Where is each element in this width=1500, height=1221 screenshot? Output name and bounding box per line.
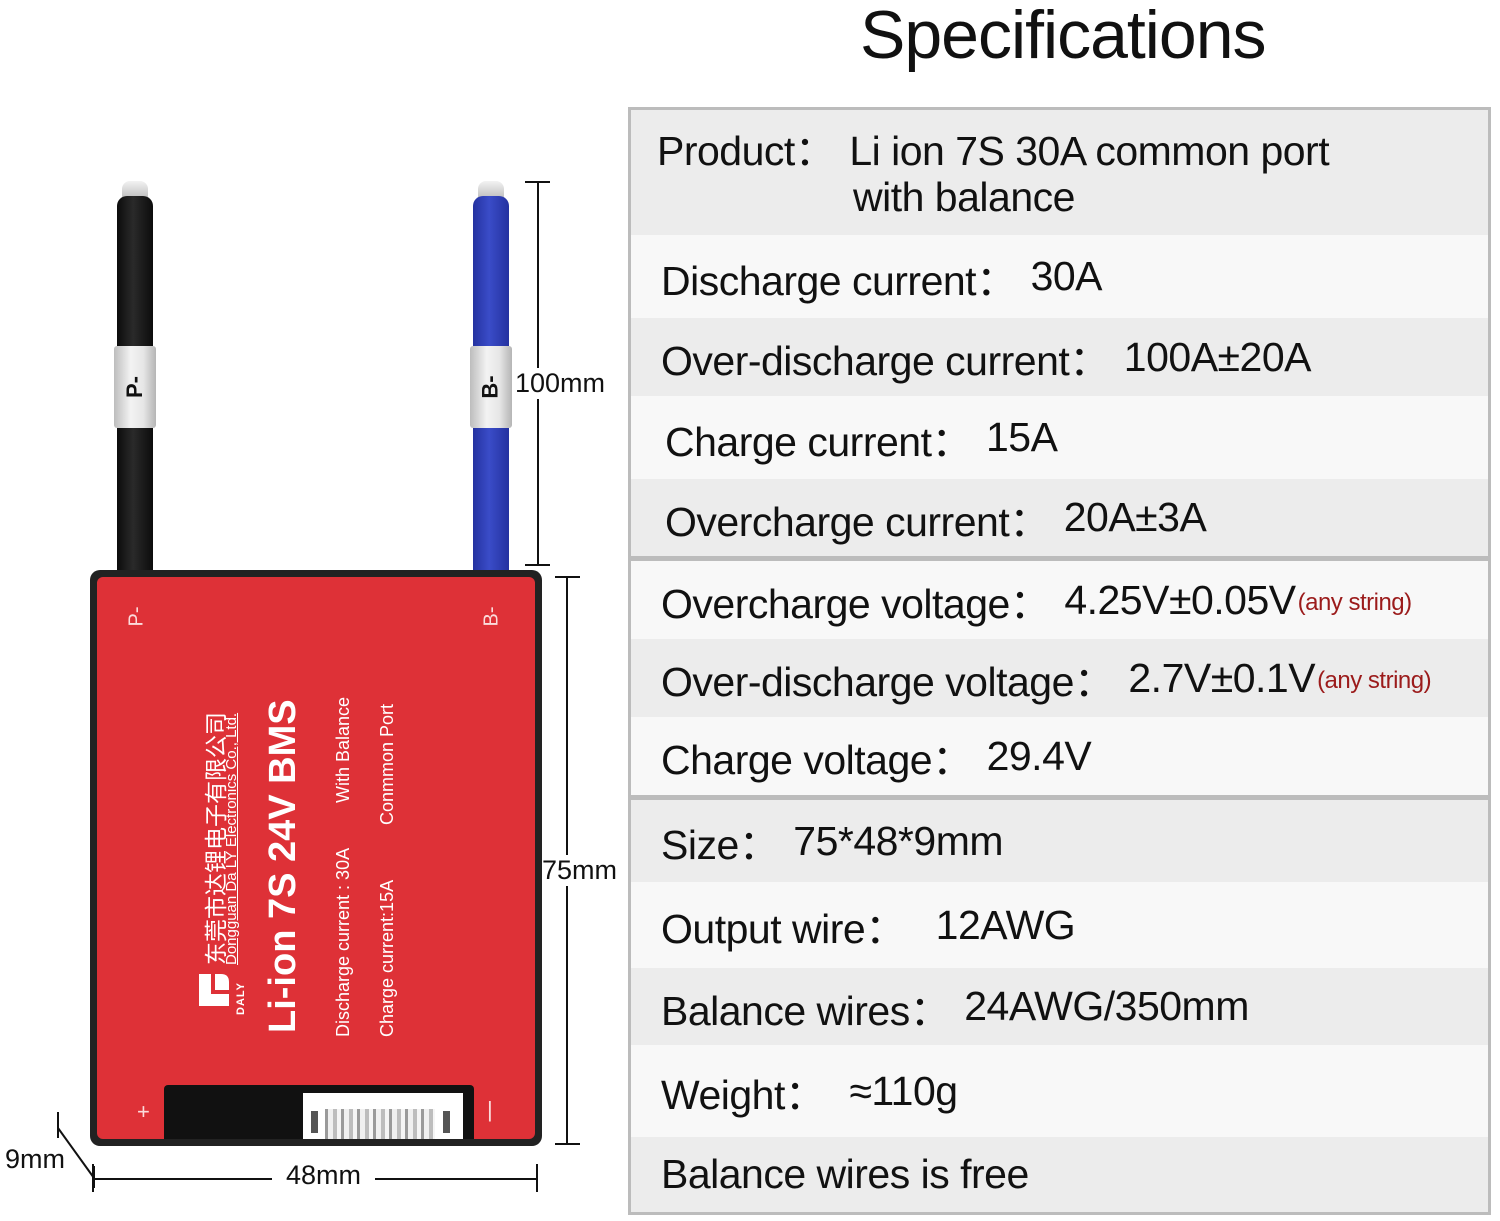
spec-value: 30A <box>1030 253 1103 299</box>
spec-row-balance-wires: Balance wires： 24AWG/350mm <box>631 968 1488 1045</box>
spec-value: 75*48*9mm <box>793 817 1003 864</box>
spec-label: Overcharge current： <box>665 498 1050 545</box>
spec-label: Over-discharge current： <box>661 338 1110 384</box>
bms-board: P- B- + | DALY 东莞市达锂电子有限公司 Dongguan Da L… <box>90 570 542 1146</box>
dimension-tick <box>555 576 580 578</box>
spec-row-weight: Weight： ≈110g <box>631 1045 1488 1137</box>
thickness-dimension-line <box>57 1112 95 1188</box>
spec-value: 12AWG <box>935 901 1076 948</box>
balance-connector-icon <box>303 1093 463 1139</box>
spec-row-output-wire: Output wire： 12AWG <box>631 882 1488 968</box>
board-label-b-minus: B- <box>480 606 503 627</box>
wire-label-text: P- <box>122 376 147 398</box>
dimension-tick <box>525 564 550 566</box>
page-title: Specifications <box>860 0 1267 73</box>
spec-value-line2: with balance <box>853 173 1075 220</box>
company-name-en: Dongguan Da LY Electronics Co., Ltd. <box>223 712 240 965</box>
spec-value: 20A±3A <box>1063 494 1207 540</box>
spec-value: 100A±20A <box>1123 333 1312 380</box>
spec-label: Product： <box>657 127 836 174</box>
board-label-minus: | <box>487 1097 493 1122</box>
spec-label: Size： <box>661 822 780 868</box>
spec-group-physical: Size： 75*48*9mm Output wire： 12AWG Balance… <box>628 797 1491 1215</box>
spec-value: Li ion 7S 30A common port <box>849 127 1330 174</box>
spec-row-overcharge-voltage: Overcharge voltage： 4.25V±0.05V(any strin… <box>631 561 1488 639</box>
wire-terminal-icon <box>122 181 148 199</box>
thickness-label: 9mm <box>5 1144 65 1174</box>
board-discharge-current: Discharge current : 30A <box>333 847 353 1037</box>
p-minus-wire-label: P- <box>114 346 156 428</box>
dimension-tick <box>536 1164 538 1192</box>
board-model-title: Li-ion 7S 24V BMS <box>262 699 304 1033</box>
spec-row-size: Size： 75*48*9mm <box>631 800 1488 882</box>
spec-value: 15A <box>985 414 1058 460</box>
spec-row-charge-current: Charge current： 15A <box>631 396 1488 479</box>
spec-row-over-discharge-voltage: Over-discharge voltage： 2.7V±0.1V(any str… <box>631 639 1488 717</box>
spec-label: Charge voltage： <box>661 737 973 783</box>
spec-row-product: Product： Li ion 7S 30A common port with b… <box>631 110 1488 235</box>
b-minus-wire-label: B- <box>470 346 512 428</box>
spec-row-over-discharge-current: Over-discharge current： 100A±20A <box>631 318 1488 396</box>
spec-value: 2.7V±0.1V <box>1128 654 1316 701</box>
board-charge-current: Charge current:15A <box>377 879 397 1037</box>
width-label: 48mm <box>272 1160 376 1191</box>
spec-label: Output wire： <box>661 906 906 952</box>
board-label-plus: + <box>137 1099 150 1124</box>
spec-value: ≈110g <box>849 1067 958 1114</box>
spec-row-discharge-current: Discharge current： 30A <box>631 235 1488 318</box>
board-with-balance: With Balance <box>333 696 353 803</box>
spec-label: Over-discharge voltage： <box>661 659 1115 705</box>
spec-label: Weight： <box>661 1072 826 1118</box>
wire-length-label: 100mm <box>515 368 606 399</box>
spec-group-currents: Product： Li ion 7S 30A common port with b… <box>628 107 1491 559</box>
daly-logo-text: DALY <box>235 982 247 1015</box>
spec-value: 29.4V <box>986 732 1092 779</box>
board-label-p-minus: P- <box>125 606 148 627</box>
height-label: 75mm <box>542 855 618 886</box>
spec-value: 4.25V±0.05V <box>1064 576 1296 623</box>
dimension-tick <box>525 181 550 183</box>
spec-note: (any string) <box>1317 667 1432 694</box>
spec-value: 24AWG/350mm <box>964 983 1249 1029</box>
wire-label-text: B- <box>478 375 503 399</box>
spec-label: Balance wires： <box>661 987 951 1034</box>
daly-logo-icon <box>199 974 229 1006</box>
spec-label: Charge current： <box>665 418 972 465</box>
board-common-port: Conmmon Port <box>377 703 397 825</box>
spec-row-charge-voltage: Charge voltage： 29.4V <box>631 717 1488 795</box>
spec-row-balance-wires-free: Balance wires is free <box>631 1137 1488 1212</box>
spec-row-overcharge-current: Overcharge current： 20A±3A <box>631 479 1488 556</box>
spec-label: Discharge current： <box>661 257 1017 304</box>
dimension-tick <box>555 1143 580 1145</box>
spec-label: Overcharge voltage： <box>661 581 1051 627</box>
wire-terminal-icon <box>478 181 504 199</box>
spec-note: (any string) <box>1297 589 1413 616</box>
bms-board-face: P- B- + | DALY 东莞市达锂电子有限公司 Dongguan Da L… <box>97 577 535 1139</box>
spec-group-voltages: Overcharge voltage：4.25V±0.05V(any strin… <box>628 558 1491 798</box>
spec-label: Balance wires is free <box>661 1151 1029 1197</box>
